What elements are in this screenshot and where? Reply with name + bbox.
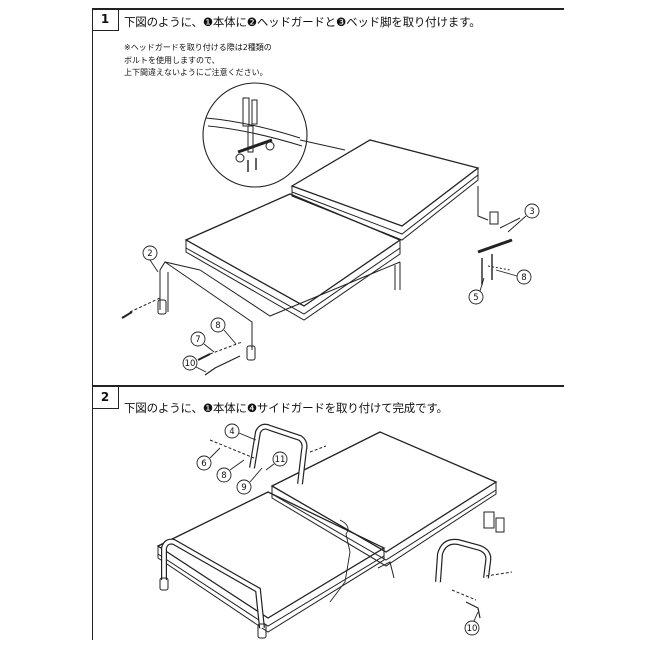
callout-5 bbox=[468, 289, 484, 305]
table-row-divider bbox=[92, 385, 564, 387]
callout-8c bbox=[216, 467, 232, 483]
note-line: 上下間違えないようにご注意ください。 bbox=[124, 68, 268, 77]
folding-mattress-illustration-step2 bbox=[156, 431, 498, 633]
callout-8a bbox=[516, 269, 532, 285]
callout-8b bbox=[210, 317, 226, 333]
step-2-instruction: 下図のように、❶本体に❹サイドガードを取り付けて完成です。 bbox=[124, 401, 448, 415]
callout-9 bbox=[236, 479, 252, 495]
callout-label: 11 bbox=[275, 455, 286, 465]
step-1-instruction: 下図のように、❶本体に❷ヘッドガードと❸ベッド脚を取り付けます。 bbox=[124, 15, 481, 29]
part-callouts bbox=[142, 203, 540, 636]
callout-label: 2 bbox=[147, 249, 152, 259]
callout-label: 7 bbox=[195, 335, 200, 345]
callout-11 bbox=[272, 451, 288, 467]
instruction-table bbox=[92, 8, 563, 640]
callout-label: 8 bbox=[215, 321, 220, 331]
callout-label: 4 bbox=[229, 427, 234, 437]
bolt-detail-zoom-illustration bbox=[202, 82, 346, 188]
callout-10a bbox=[182, 355, 198, 371]
callout-10b bbox=[464, 620, 480, 636]
side-guard-illustration-step2 bbox=[159, 423, 513, 639]
callout-label: 8 bbox=[521, 273, 526, 283]
callout-7 bbox=[190, 331, 206, 347]
callout-label: 5 bbox=[473, 293, 478, 303]
note-line: ボルトを使用しますので、 bbox=[124, 55, 220, 65]
callout-label: 6 bbox=[201, 459, 206, 469]
callout-label: 10 bbox=[467, 624, 478, 634]
callout-3 bbox=[524, 203, 540, 219]
table-top-border bbox=[92, 8, 564, 10]
callout-label: 3 bbox=[529, 207, 534, 217]
note-line: ※ヘッドガードを取り付ける際は2種類の bbox=[124, 43, 272, 52]
callout-label: 10 bbox=[185, 359, 196, 369]
callout-label: 9 bbox=[241, 483, 246, 493]
callout-4 bbox=[224, 423, 240, 439]
bed-frame-illustration-step1 bbox=[121, 186, 521, 376]
callout-label: 8 bbox=[221, 471, 226, 481]
step-number-1: 1 bbox=[92, 8, 119, 31]
step-number-2: 2 bbox=[92, 386, 119, 409]
callout-6 bbox=[196, 455, 212, 471]
step-1-note: ※ヘッドガードを取り付ける際は2種類の ボルトを使用しますので、 上下間違えない… bbox=[124, 42, 272, 80]
callout-labels: 2 3 5 7 8 8 10 4 6 8 9 11 10 bbox=[147, 207, 534, 634]
folding-mattress-illustration-step1 bbox=[184, 139, 480, 321]
